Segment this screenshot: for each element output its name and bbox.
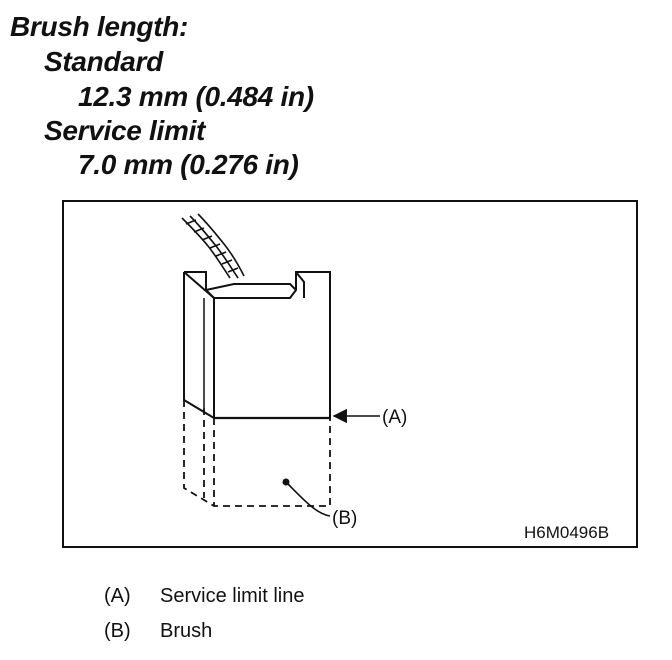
legend-text-a: Service limit line bbox=[160, 585, 305, 607]
figure-code: H6M0496B bbox=[524, 523, 609, 542]
callout-a: (A) bbox=[382, 407, 407, 428]
lead-wire bbox=[181, 213, 245, 279]
legend-item-a: (A) Service limit line bbox=[104, 584, 404, 610]
callout-b: (B) bbox=[332, 508, 357, 529]
spec-title: Brush length: bbox=[10, 11, 189, 42]
legend-text-b: Brush bbox=[160, 620, 213, 642]
figure-frame: (A) (B) H6M0496B bbox=[62, 200, 638, 548]
brush-body bbox=[183, 271, 331, 419]
standard-label: Standard bbox=[44, 46, 163, 77]
brush-worn-portion bbox=[183, 400, 331, 507]
service-limit-label: Service limit bbox=[44, 115, 206, 146]
legend-key-a: (A) bbox=[104, 585, 131, 607]
service-limit-value: 7.0 mm (0.276 in) bbox=[78, 149, 299, 180]
legend-key-b: (B) bbox=[104, 620, 131, 642]
standard-value: 12.3 mm (0.484 in) bbox=[78, 81, 314, 112]
leader-b bbox=[285, 481, 331, 517]
legend-item-b: (B) Brush bbox=[104, 619, 404, 645]
brush-illustration: (A) (B) H6M0496B bbox=[181, 213, 609, 542]
